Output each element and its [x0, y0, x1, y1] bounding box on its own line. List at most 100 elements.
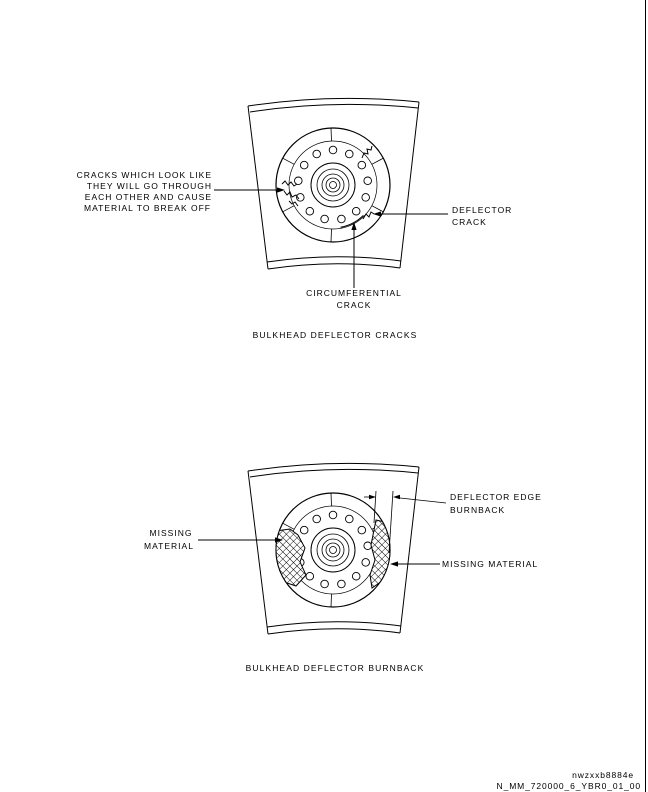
cooling-hole [305, 571, 315, 581]
cooling-hole [357, 160, 367, 170]
cooling-hole [361, 558, 370, 567]
circumferential-crack-mark [340, 215, 364, 228]
cooling-hole [320, 579, 329, 589]
segment-line [330, 492, 332, 507]
panel-bottom-edge-outer [267, 628, 401, 635]
extension-line [373, 490, 377, 524]
panel-top-edge-outer [247, 97, 420, 107]
segment-line [330, 228, 332, 243]
callout-text: CRACK [337, 300, 372, 310]
crack-marks [281, 145, 375, 228]
figure-caption: BULKHEAD DEFLECTOR CRACKS [253, 330, 418, 340]
bulkhead-panel [247, 97, 420, 270]
center-boss-ring [325, 177, 341, 193]
arrowhead [393, 494, 400, 500]
cooling-hole [351, 206, 361, 216]
panel-top-edge-outer [247, 462, 420, 472]
cracks-callout: CRACKS WHICH LOOK LIKE THEY WILL GO THRO… [77, 170, 285, 213]
cooling-hole [296, 193, 305, 202]
arrowhead [373, 211, 381, 217]
deflector-burnback-figure: MISSING MATERIAL DEFLECTOR EDGE BURNBACK… [144, 462, 542, 673]
center-boss-ring [325, 542, 341, 558]
cooling-hole [312, 514, 321, 524]
segment-line [282, 157, 295, 165]
panel-top-edge-inner [249, 103, 419, 113]
cooling-hole [328, 145, 338, 155]
callout-text: CRACK [452, 217, 487, 227]
segment-line [330, 593, 332, 608]
deflector-crack-mark [362, 211, 375, 220]
missing-material-area-right [369, 519, 391, 589]
figure-id: N_MM_720000_6_YBR0_01_00 [497, 781, 641, 791]
cooling-hole [294, 176, 303, 186]
segment-line [371, 157, 384, 165]
center-boss-ring [316, 533, 350, 567]
cooling-hole [345, 149, 354, 159]
callout-text: MATERIAL [144, 541, 194, 551]
crack-mark [281, 180, 298, 187]
deflector-crack-callout: DEFLECTOR CRACK [373, 205, 512, 227]
panel-bottom-edge-inner [266, 256, 402, 263]
callout-text: CIRCUMFERENTIAL [306, 288, 402, 298]
callout-text: MISSING [150, 528, 193, 538]
center-boss-ring [329, 181, 337, 189]
panel-bottom-edge-outer [267, 263, 401, 270]
cooling-hole [337, 214, 346, 224]
cooling-hole [299, 160, 309, 170]
panel-top-edge-inner [249, 468, 419, 478]
deflector-cracks-figure: CRACKS WHICH LOOK LIKE THEY WILL GO THRO… [77, 97, 512, 340]
callout-text: EACH OTHER AND CAUSE [85, 192, 212, 202]
leader-line [399, 497, 447, 504]
crack-mark [361, 145, 373, 159]
cooling-hole [363, 541, 372, 551]
callout-text: MISSING MATERIAL [442, 559, 538, 569]
arrowhead [277, 187, 285, 193]
callout-text: DEFLECTOR [452, 205, 512, 215]
arrowhead [390, 561, 398, 567]
cooling-hole [357, 525, 367, 535]
callout-text: CRACKS WHICH LOOK LIKE [77, 170, 212, 180]
cooling-hole [320, 214, 329, 224]
cooling-hole [363, 176, 372, 186]
missing-material-left-callout: MISSING MATERIAL [144, 528, 283, 551]
arrowhead [351, 222, 357, 230]
cooling-hole [312, 149, 321, 159]
bulkhead-panel [247, 462, 420, 635]
cooling-hole [305, 206, 315, 216]
callout-text: DEFLECTOR EDGE [450, 492, 542, 502]
center-boss-ring [329, 546, 337, 554]
callout-text: BURNBACK [450, 505, 505, 515]
panel-right-edge [399, 101, 420, 269]
cooling-hole [361, 193, 370, 202]
missing-material-right-callout: MISSING MATERIAL [390, 559, 538, 569]
segment-line [282, 205, 295, 213]
image-code: nwzxxb8884e [572, 770, 634, 780]
callout-text: MATERIAL TO BREAK OFF [84, 203, 211, 213]
center-boss-ring [321, 538, 345, 562]
circumferential-crack-callout: CIRCUMFERENTIAL CRACK [306, 222, 402, 310]
arrowhead [369, 494, 376, 500]
extension-line [388, 490, 394, 554]
panel-left-edge [247, 470, 269, 635]
panel-bottom-edge-inner [266, 621, 402, 628]
crack-mark [283, 190, 300, 200]
segment-line [282, 522, 295, 530]
bulkhead-deflector [275, 127, 391, 243]
cooling-hole [328, 510, 338, 520]
missing-material-area-left [275, 528, 307, 587]
deflector-outer-edge [275, 127, 391, 243]
edge-burnback-callout: DEFLECTOR EDGE BURNBACK [364, 490, 542, 554]
deflector-inner-ring [288, 140, 378, 230]
crack-mark [288, 200, 299, 207]
cooling-hole [351, 571, 361, 581]
segment-line [330, 127, 332, 142]
arrowhead [275, 537, 283, 543]
segment-line [371, 205, 384, 213]
cooling-hole [337, 579, 346, 589]
panel-right-edge [399, 466, 420, 634]
cooling-hole [299, 525, 309, 535]
center-boss-ring [310, 162, 356, 208]
center-boss-ring [321, 173, 345, 197]
figure-caption: BULKHEAD DEFLECTOR BURNBACK [246, 663, 425, 673]
